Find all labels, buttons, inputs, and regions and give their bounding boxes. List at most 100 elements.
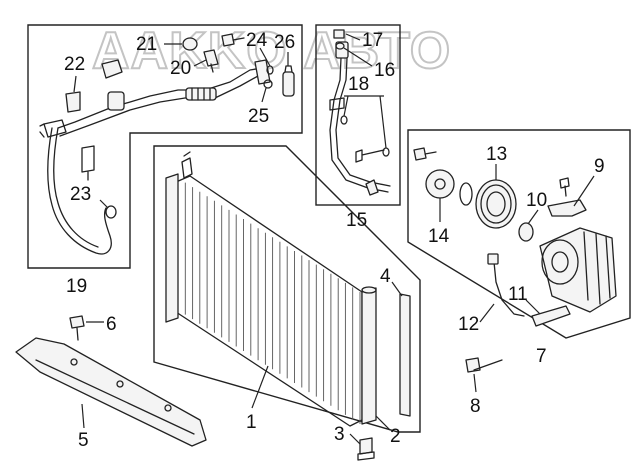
compressor-front-hub (551, 251, 569, 273)
callout-16: 16 (374, 60, 395, 81)
part-3-drier-plug (359, 437, 373, 455)
part-14-clutch-hub (425, 169, 455, 199)
part-9-bracket (547, 199, 587, 217)
callout-15: 15 (346, 210, 367, 231)
discharge-pipe-b (59, 73, 265, 137)
part-5-hole-c (164, 404, 172, 412)
leader-11 (525, 299, 541, 315)
part-6-bolt-shank (76, 327, 79, 341)
pipe-block-fitting (254, 59, 271, 85)
pipe-bolt (221, 33, 235, 47)
condenser-fins (177, 178, 361, 424)
callout-1: 1 (246, 412, 257, 433)
callout-12: 12 (458, 314, 479, 335)
leader-22 (73, 75, 77, 93)
frame-condenser (153, 145, 421, 433)
part-23-o-ring (105, 205, 117, 219)
leader-8 (473, 373, 477, 393)
callout-14: 14 (428, 226, 450, 247)
pipe-fitting-ribs (191, 87, 211, 101)
part-12-connector (487, 253, 499, 265)
leader-24 (259, 47, 271, 67)
part-10-field-coil (518, 222, 534, 242)
suction-hose (47, 127, 112, 255)
part-16-o-ring (335, 42, 345, 50)
part-14-clutch-hub-inner (434, 178, 446, 190)
leader-23 (99, 199, 109, 209)
callout-22: 22 (64, 54, 85, 75)
callout-23: 23 (70, 184, 91, 205)
leader-5 (81, 403, 85, 429)
callout-18: 18 (348, 74, 369, 95)
suction-hose-outline (53, 127, 99, 248)
leader-25 (261, 87, 267, 103)
part-5-hole-b (116, 380, 124, 388)
leader-2 (375, 415, 391, 431)
part-12-harness (493, 261, 525, 317)
callout-11: 11 (508, 284, 528, 305)
pipe-end-fitting (43, 119, 67, 138)
callout-17: 17 (362, 30, 383, 51)
callout-4: 4 (380, 266, 391, 287)
part-21-cap (182, 37, 198, 51)
part-18-o-ring-b (382, 147, 390, 157)
condenser-receiver-drier (361, 287, 377, 425)
leader-20 (193, 59, 207, 67)
part-13-pulley-groove-b (486, 191, 506, 217)
callout-24: 24 (246, 30, 268, 51)
leader-12 (479, 303, 495, 323)
leader-4 (391, 281, 403, 297)
callout-26: 26 (274, 32, 295, 53)
callout-20: 20 (170, 58, 191, 79)
compressor-body (539, 227, 617, 313)
discharge-pipe (57, 67, 263, 129)
callout-9: 9 (594, 156, 605, 177)
callout-19: 19 (66, 276, 87, 297)
pipe-bracket (81, 145, 95, 181)
part-8-bolt-head (465, 357, 481, 373)
liquid-pipe-end (355, 149, 385, 163)
part-17-cap (333, 29, 345, 39)
part-22-clip (65, 91, 81, 113)
pipe-fitting (185, 87, 217, 101)
drier-top (361, 286, 377, 294)
leader-18 (343, 95, 387, 149)
liquid-pipe-clip (329, 97, 345, 111)
leader-17 (345, 33, 361, 41)
condenser-core (175, 175, 363, 427)
pipe-end-fitting-b (39, 123, 45, 138)
watermark: AAKKO АВТО (92, 22, 451, 80)
part-20-valve (203, 49, 219, 67)
snap-ring (459, 182, 473, 206)
part-18-o-ring-a (340, 115, 348, 125)
callout-7: 7 (536, 346, 547, 367)
part-5-air-guard (15, 337, 207, 447)
part-4-seal-strip (399, 293, 411, 417)
callout-13: 13 (486, 144, 507, 165)
leader-3 (349, 433, 361, 445)
part-26-switch (282, 71, 295, 97)
callout-21: 21 (136, 34, 157, 55)
compressor-front-face (541, 239, 579, 285)
part-5-hole-a (70, 358, 78, 366)
pipe-bolt-shank (232, 37, 245, 41)
compressor-bolt (413, 147, 427, 161)
liquid-pipe-b (335, 57, 391, 187)
liquid-pipe-joint (365, 179, 379, 196)
leader-16 (343, 47, 373, 67)
part-11-control-valve (531, 305, 571, 327)
callout-6: 6 (106, 314, 117, 335)
part-6-bolt-head (69, 315, 85, 329)
part-20-valve-stem (210, 63, 214, 73)
callout-2: 2 (390, 426, 401, 447)
frame-pipe-group (27, 24, 303, 269)
condenser-left-tank (165, 173, 179, 323)
callout-3: 3 (334, 424, 345, 445)
compressor-bolt-shank (424, 151, 437, 155)
pipe-clip (107, 91, 125, 111)
callout-8: 8 (470, 396, 481, 417)
frame-liquid-pipe (315, 24, 401, 206)
callout-10: 10 (526, 190, 547, 211)
callout-5: 5 (78, 430, 89, 451)
